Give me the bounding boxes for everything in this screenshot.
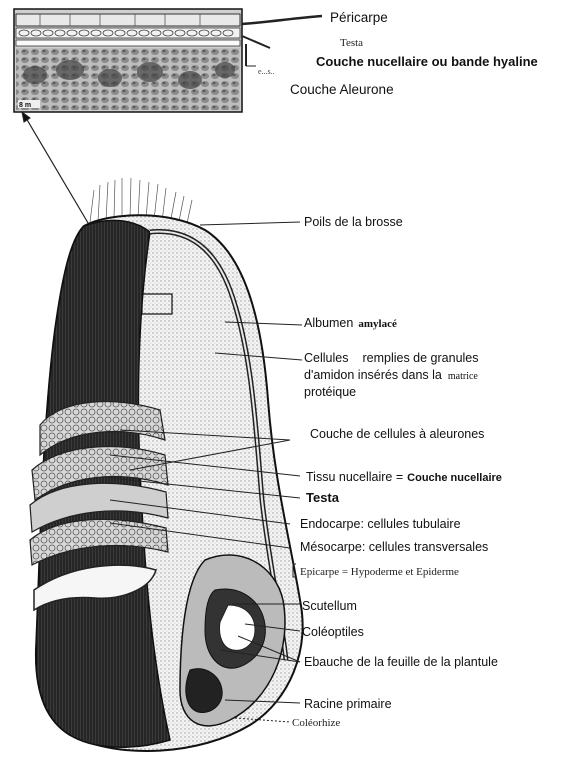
- label-couche-nucellaire-top: Couche nucellaire ou bande hyaline: [316, 54, 538, 69]
- label-epicarpe: Epicarpe = Hypoderme et Epiderme: [300, 566, 459, 578]
- label-couche-cellules-aleurones: Couche de cellules à aleurones: [310, 427, 484, 441]
- label-testa: Testa: [306, 490, 340, 505]
- label-cellules-line3: protéique: [304, 385, 356, 399]
- label-couche-aleurone-top: Couche Aleurone: [290, 82, 394, 97]
- label-pericarpe: Péricarpe: [330, 10, 388, 25]
- label-racine: Racine primaire: [304, 697, 392, 711]
- inset-scale-label: 8 m: [19, 102, 31, 109]
- label-coleoptiles: Coléoptiles: [302, 625, 364, 639]
- label-mesocarpe: Mésocarpe: cellules transversales: [300, 540, 488, 554]
- label-tissu-nucellaire: Tissu nucellaire =Couche nucellaire: [306, 470, 502, 484]
- label-testa-top: Testa: [340, 37, 363, 49]
- label-scutellum: Scutellum: [302, 599, 357, 613]
- micrograph-inset: 8 m: [14, 9, 242, 112]
- label-poils: Poils de la brosse: [304, 215, 403, 229]
- label-endocarpe: Endocarpe: cellules tubulaire: [300, 517, 461, 531]
- label-coleorhize: Coléorhize: [292, 717, 340, 729]
- grain-illustration: [30, 178, 303, 751]
- label-ebauche: Ebauche de la feuille de la plantule: [304, 655, 498, 669]
- inset-side-label: e...s..: [258, 67, 275, 76]
